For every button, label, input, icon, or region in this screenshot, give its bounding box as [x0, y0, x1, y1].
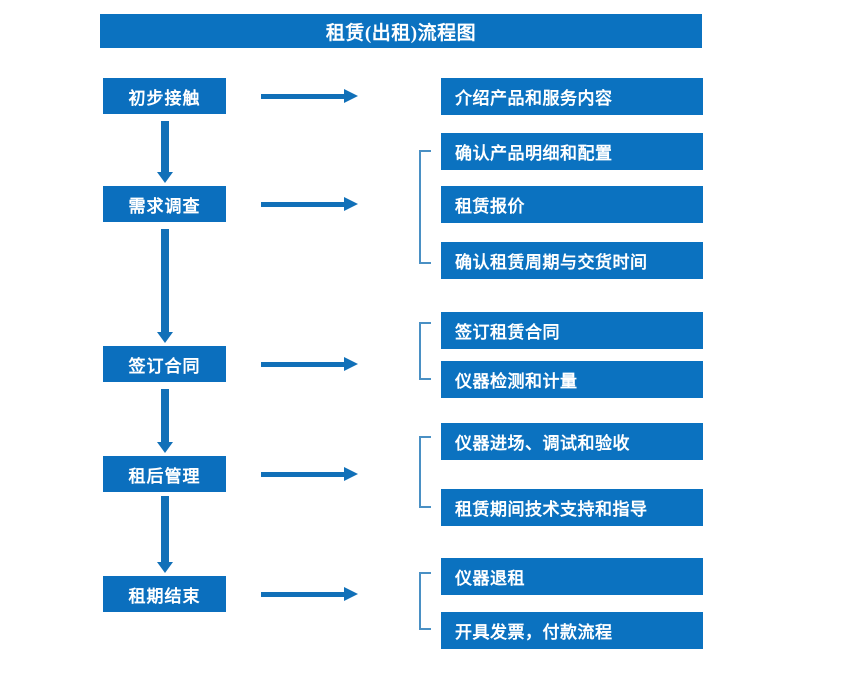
arrow-shaft	[261, 472, 345, 477]
vertical-arrow-1-to-2	[157, 121, 173, 183]
task-box-2-1[interactable]: 确认产品明细和配置	[441, 133, 703, 170]
arrow-shaft	[261, 202, 345, 207]
arrow-head-right-icon	[344, 587, 358, 601]
horizontal-arrow-4	[261, 467, 358, 481]
arrow-head-right-icon	[344, 467, 358, 481]
task-box-4-1[interactable]: 仪器进场、调试和验收	[441, 423, 703, 460]
horizontal-arrow-3	[261, 357, 358, 371]
arrow-head-down-icon	[157, 172, 173, 183]
arrow-head-right-icon	[344, 197, 358, 211]
task-box-3-1[interactable]: 签订租赁合同	[441, 312, 703, 349]
stage-box-1[interactable]: 初步接触	[103, 78, 226, 114]
horizontal-arrow-1	[261, 89, 358, 103]
group-bracket-5	[419, 572, 431, 630]
task-box-5-2[interactable]: 开具发票，付款流程	[441, 612, 703, 649]
task-box-2-3[interactable]: 确认租赁周期与交货时间	[441, 242, 703, 279]
arrow-head-right-icon	[344, 89, 358, 103]
arrow-shaft	[161, 389, 169, 442]
horizontal-arrow-2	[261, 197, 358, 211]
arrow-head-right-icon	[344, 357, 358, 371]
arrow-head-down-icon	[157, 442, 173, 453]
vertical-arrow-3-to-4	[157, 389, 173, 453]
arrow-shaft	[261, 94, 345, 99]
vertical-arrow-4-to-5	[157, 496, 173, 573]
arrow-shaft	[261, 362, 345, 367]
task-box-1-1[interactable]: 介绍产品和服务内容	[441, 78, 703, 115]
stage-box-4[interactable]: 租后管理	[103, 456, 226, 492]
arrow-shaft	[261, 592, 345, 597]
arrow-head-down-icon	[157, 562, 173, 573]
task-box-5-1[interactable]: 仪器退租	[441, 558, 703, 595]
stage-box-5[interactable]: 租期结束	[103, 576, 226, 612]
vertical-arrow-2-to-3	[157, 229, 173, 343]
horizontal-arrow-5	[261, 587, 358, 601]
arrow-shaft	[161, 229, 169, 332]
arrow-shaft	[161, 121, 169, 172]
stage-box-3[interactable]: 签订合同	[103, 346, 226, 382]
task-box-2-2[interactable]: 租赁报价	[441, 186, 703, 223]
group-bracket-3	[419, 322, 431, 380]
task-box-4-2[interactable]: 租赁期间技术支持和指导	[441, 489, 703, 526]
arrow-head-down-icon	[157, 332, 173, 343]
stage-box-2[interactable]: 需求调查	[103, 186, 226, 222]
arrow-shaft	[161, 496, 169, 562]
group-bracket-4	[419, 436, 431, 508]
task-box-3-2[interactable]: 仪器检测和计量	[441, 361, 703, 398]
diagram-title: 租赁(出租)流程图	[100, 14, 702, 48]
group-bracket-2	[419, 150, 431, 264]
